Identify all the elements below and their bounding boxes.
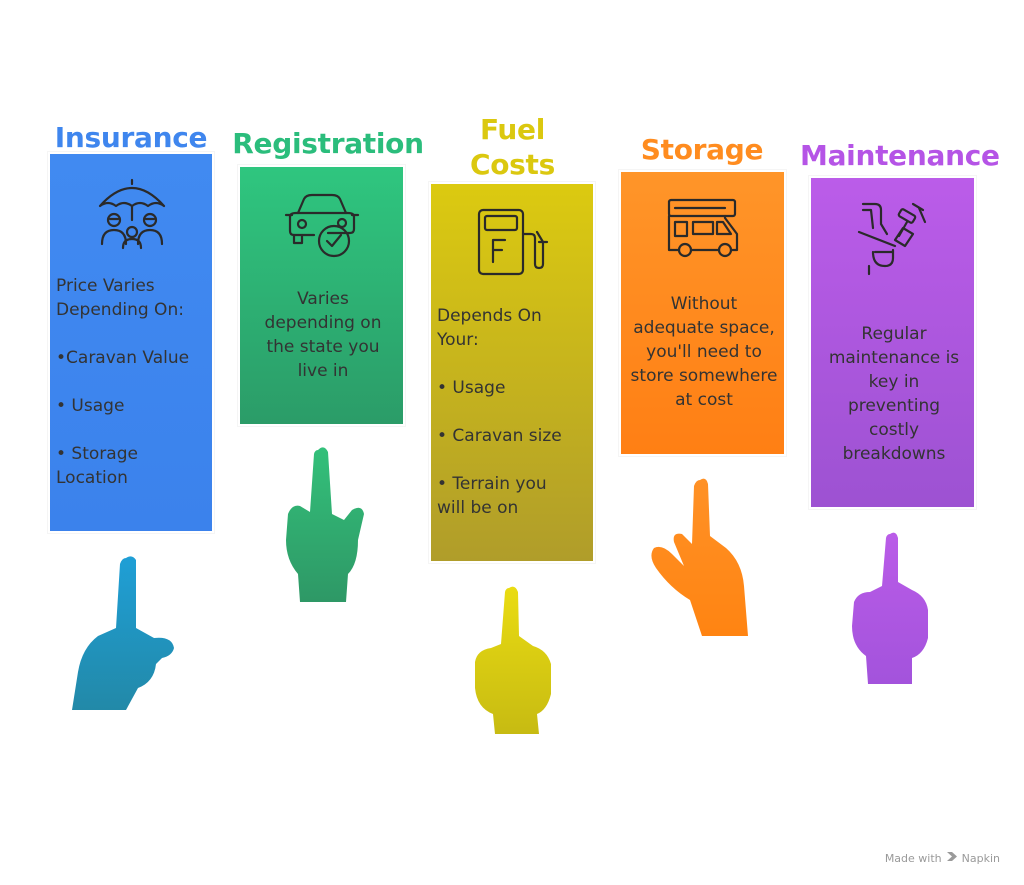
- maintenance-text: Regular maintenance is key in preventing…: [813, 322, 975, 466]
- umbrella-family-icon: [94, 176, 170, 254]
- pointing-hand-icon: [471, 584, 555, 742]
- plumbing-valve-icon: [855, 200, 931, 280]
- napkin-watermark: Made with Napkin: [885, 851, 1000, 865]
- pointing-hand-icon: [848, 530, 936, 692]
- insurance-line: • Storage Location: [56, 444, 138, 488]
- maintenance-line: Regular maintenance is key in preventing…: [828, 324, 960, 464]
- insurance-line: • Usage: [56, 396, 125, 416]
- registration-text: Varies depending on the state you live i…: [248, 287, 398, 383]
- fuel-line: • Caravan size: [437, 426, 562, 446]
- insurance-line: Price Varies Depending On:: [56, 276, 184, 320]
- maintenance-card: Regular maintenance is key in preventing…: [809, 176, 976, 509]
- title-fuel-costs: Fuel Costs: [469, 113, 555, 181]
- footer-made-with: Made with: [884, 851, 942, 865]
- fuel-costs-card: Depends On Your: • Usage • Caravan size …: [429, 182, 595, 563]
- insurance-text: Price Varies Depending On: •Caravan Valu…: [56, 274, 212, 490]
- camper-van-icon: [665, 194, 741, 264]
- fuel-costs-text: Depends On Your: • Usage • Caravan size …: [437, 304, 593, 520]
- pointing-hand-icon: [646, 476, 750, 644]
- storage-text: Without adequate space, you'll need to s…: [623, 292, 785, 412]
- storage-line: Without adequate space, you'll need to s…: [630, 294, 778, 410]
- car-checkmark-icon: [284, 189, 360, 263]
- storage-card: Without adequate space, you'll need to s…: [619, 170, 786, 456]
- title-storage: Storage: [640, 133, 764, 166]
- fuel-pump-icon: [475, 206, 551, 282]
- title-maintenance: Maintenance: [800, 139, 1000, 172]
- title-registration: Registration: [232, 127, 424, 160]
- title-insurance: Insurance: [54, 121, 208, 154]
- insurance-card: Price Varies Depending On: •Caravan Valu…: [48, 152, 214, 533]
- footer-brand: Napkin: [961, 851, 1000, 865]
- napkin-logo-icon: [946, 851, 958, 865]
- fuel-line: Depends On Your:: [437, 306, 542, 350]
- pointing-hand-icon: [68, 552, 180, 718]
- insurance-line: •Caravan Value: [56, 348, 190, 368]
- fuel-line: • Usage: [437, 378, 506, 398]
- pointing-hand-icon: [282, 444, 372, 610]
- registration-line: Varies depending on the state you live i…: [264, 289, 382, 381]
- registration-card: Varies depending on the state you live i…: [238, 165, 405, 426]
- fuel-line: • Terrain you will be on: [437, 474, 547, 518]
